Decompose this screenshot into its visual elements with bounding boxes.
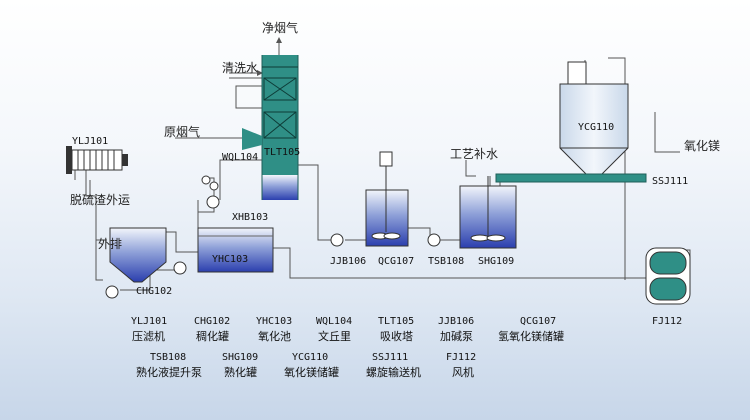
- legend-name: 螺旋输送机: [366, 365, 421, 379]
- pump-CHG102-icon: [105, 285, 119, 299]
- legend-name: 熟化液提升泵: [136, 365, 202, 379]
- tag-SSJ111: SSJ111: [652, 176, 688, 187]
- label-raw-flue-gas: 原烟气: [164, 124, 200, 139]
- tag-QCG107: QCG107: [378, 256, 414, 267]
- legend-code: WQL104: [316, 316, 352, 327]
- tag-WQL104: WQL104: [222, 152, 258, 163]
- tag-FJ112: FJ112: [652, 316, 682, 327]
- tag-YHC103: YHC103: [212, 254, 248, 265]
- legend-name: 氢氧化镁储罐: [498, 329, 564, 343]
- legend-code: QCG107: [520, 316, 556, 327]
- label-process-water: 工艺补水: [450, 147, 498, 161]
- tag-TSB108: TSB108: [428, 256, 464, 267]
- thickener-CHG102: [109, 227, 167, 283]
- pump-YHC-icon: [173, 261, 187, 275]
- label-wash-water: 清洗水: [222, 61, 258, 75]
- label-desulf-residue: 脱硫渣外运: [70, 192, 130, 207]
- legend-code: TSB108: [150, 352, 186, 363]
- legend-name: 稠化罐: [196, 329, 229, 343]
- legend-code: YLJ101: [131, 316, 167, 327]
- screw-conveyor-SSJ111: [495, 173, 647, 183]
- label-magnesium-oxide: 氧化镁: [684, 139, 720, 153]
- legend-name: 熟化罐: [224, 365, 257, 379]
- legend-name: 文丘里: [318, 329, 351, 343]
- pump-TSB108-icon: [427, 233, 441, 247]
- legend-code: SHG109: [222, 352, 258, 363]
- legend: YLJ101 压滤机 CHG102 稠化罐 YHC103 氧化池 WQL104 …: [131, 316, 564, 379]
- tag-CHG102: CHG102: [136, 286, 172, 297]
- venturi-WQL104: [242, 128, 262, 150]
- slaking-tank-SHG109: [459, 176, 517, 249]
- legend-name: 氧化池: [258, 329, 291, 343]
- legend-name: 吸收塔: [380, 329, 413, 343]
- pump-JJB106-icon: [330, 233, 344, 247]
- silo-YCG110: [559, 61, 629, 175]
- legend-code: CHG102: [194, 316, 230, 327]
- legend-code: YHC103: [256, 316, 292, 327]
- legend-name: 加碱泵: [440, 330, 473, 343]
- tag-SHG109: SHG109: [478, 256, 514, 267]
- legend-code: JJB106: [438, 316, 474, 327]
- absorption-tower-TLT105: [261, 55, 299, 200]
- fan-FJ112: [645, 247, 691, 305]
- legend-code: SSJ111: [372, 352, 408, 363]
- tag-XHB103: XHB103: [232, 212, 268, 223]
- pumps: [105, 175, 441, 299]
- legend-name: 氧化镁储罐: [284, 365, 339, 379]
- filter-press-YLJ101: [66, 146, 128, 174]
- tag-YCG110: YCG110: [578, 122, 614, 133]
- storage-tank-QCG107: [365, 151, 409, 247]
- legend-code: YCG110: [292, 352, 328, 363]
- label-discharge: 外排: [98, 237, 122, 251]
- oxidation-tank-YHC103: [197, 227, 274, 273]
- pipe-network: [74, 37, 691, 291]
- tag-JJB106: JJB106: [330, 256, 366, 267]
- tag-TLT105: TLT105: [264, 147, 300, 158]
- tag-YLJ101: YLJ101: [72, 136, 108, 147]
- pump-XHB103-icon: [206, 195, 220, 209]
- legend-name: 压滤机: [132, 329, 165, 343]
- legend-name: 风机: [452, 365, 474, 379]
- label-clean-flue-gas: 净烟气: [262, 20, 298, 35]
- legend-code: FJ112: [446, 352, 476, 363]
- legend-code: TLT105: [378, 316, 414, 327]
